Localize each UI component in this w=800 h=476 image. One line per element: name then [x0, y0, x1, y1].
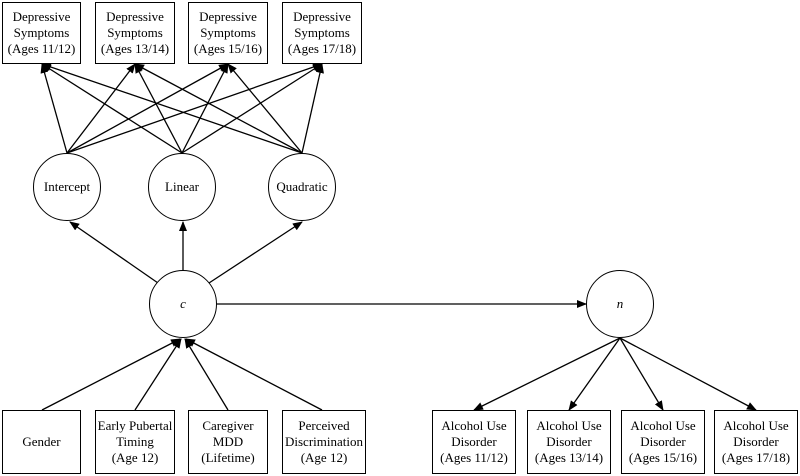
outcome-line3: (Ages 11/12): [7, 41, 76, 56]
predictor-line1: Early Pubertal: [97, 418, 173, 433]
aud-line3: (Ages 17/18): [721, 450, 791, 465]
outcome-line3: (Ages 15/16): [193, 41, 263, 56]
aud-box-13-14: Alcohol Use Disorder (Ages 13/14): [527, 410, 611, 474]
predictor-box-caregiver-mdd: Caregiver MDD (Lifetime): [188, 410, 268, 474]
aud-line3: (Ages 11/12): [440, 450, 508, 465]
predictor-box-perceived-discrimination: Perceived Discrimination (Age 12): [282, 410, 366, 474]
arrow-c-to-quadratic: [208, 221, 303, 284]
arrow-puberty-to-c: [134, 338, 182, 411]
loading-arrow-2-2: [227, 63, 303, 154]
aud-line3: (Ages 13/14): [534, 450, 604, 465]
loading-arrow-1-2: [181, 63, 229, 154]
predictor-line3: (Lifetime): [201, 450, 255, 465]
arrow-n-to-aud-11-12: [473, 337, 621, 411]
aud-line1: Alcohol Use: [441, 418, 507, 433]
outcome-line1: Depressive: [106, 9, 164, 24]
predictor-line2: MDD: [212, 434, 244, 449]
outcome-line2: Symptoms: [107, 25, 163, 40]
loading-arrow-0-2: [66, 63, 229, 154]
loading-arrow-0-3: [66, 63, 323, 154]
aud-line2: Disorder: [733, 434, 779, 449]
arrow-n-to-aud-17-18: [619, 337, 757, 411]
predictor-line3: (Age 12): [300, 450, 348, 465]
latent-class-n: n: [586, 270, 654, 338]
predictor-line1: Gender: [22, 434, 61, 449]
aud-line1: Alcohol Use: [536, 418, 602, 433]
arrow-caregiver-to-c: [184, 338, 229, 411]
arrow-n-to-aud-13-14: [568, 337, 621, 411]
outcome-line1: Depressive: [199, 9, 257, 24]
growth-factor-label: Quadratic: [276, 179, 328, 194]
outcome-line1: Depressive: [293, 9, 351, 24]
outcome-box-depressive-13-14: Depressive Symptoms (Ages 13/14): [95, 2, 175, 64]
outcome-box-depressive-17-18: Depressive Symptoms (Ages 17/18): [282, 2, 362, 64]
growth-factor-label: Linear: [165, 179, 199, 194]
predictor-line3: (Age 12): [111, 450, 159, 465]
aud-line1: Alcohol Use: [723, 418, 789, 433]
aud-line1: Alcohol Use: [630, 418, 696, 433]
outcome-line1: Depressive: [12, 9, 71, 24]
predictor-line1: Caregiver: [202, 418, 254, 433]
outcome-line2: Symptoms: [294, 25, 350, 40]
arrow-gender-to-c: [41, 338, 181, 411]
arrow-c-to-intercept: [69, 221, 159, 284]
predictor-box-gender: Gender: [2, 410, 81, 474]
growth-factor-linear: Linear: [148, 153, 216, 221]
aud-line3: (Ages 15/16): [628, 450, 698, 465]
loading-arrow-2-0: [41, 63, 303, 154]
outcome-line2: Symptoms: [13, 25, 70, 40]
loading-arrow-1-0: [41, 63, 183, 154]
loading-arrow-0-0: [40, 63, 68, 154]
aud-line2: Disorder: [451, 434, 497, 449]
growth-factor-label: Intercept: [43, 179, 91, 194]
loading-arrow-1-3: [181, 63, 323, 154]
growth-factor-quadratic: Quadratic: [268, 153, 336, 221]
outcome-box-depressive-11-12: Depressive Symptoms (Ages 11/12): [2, 2, 81, 64]
arrow-discrimination-to-c: [185, 338, 323, 411]
arrow-n-to-aud-15-16: [619, 337, 664, 411]
latent-class-label: n: [616, 296, 624, 311]
aud-box-17-18: Alcohol Use Disorder (Ages 17/18): [714, 410, 798, 474]
outcome-box-depressive-15-16: Depressive Symptoms (Ages 15/16): [188, 2, 268, 64]
aud-line2: Disorder: [640, 434, 686, 449]
loading-arrow-1-1: [134, 63, 183, 154]
predictor-box-early-pubertal-timing: Early Pubertal Timing (Age 12): [95, 410, 175, 474]
latent-class-c: c: [149, 270, 217, 338]
aud-box-15-16: Alcohol Use Disorder (Ages 15/16): [621, 410, 705, 474]
aud-box-11-12: Alcohol Use Disorder (Ages 11/12): [432, 410, 516, 474]
outcome-line3: (Ages 13/14): [100, 41, 170, 56]
growth-factor-intercept: Intercept: [33, 153, 101, 221]
predictor-line2: Timing: [116, 434, 154, 449]
loading-arrow-0-1: [66, 63, 136, 154]
latent-class-label: c: [180, 296, 186, 311]
outcome-line3: (Ages 17/18): [287, 41, 357, 56]
aud-line2: Disorder: [546, 434, 592, 449]
outcome-line2: Symptoms: [200, 25, 256, 40]
predictor-line1: Perceived: [298, 418, 350, 433]
loading-arrow-2-1: [134, 63, 303, 154]
loading-arrow-2-3: [301, 63, 324, 154]
predictor-line2: Discrimination: [285, 434, 363, 449]
